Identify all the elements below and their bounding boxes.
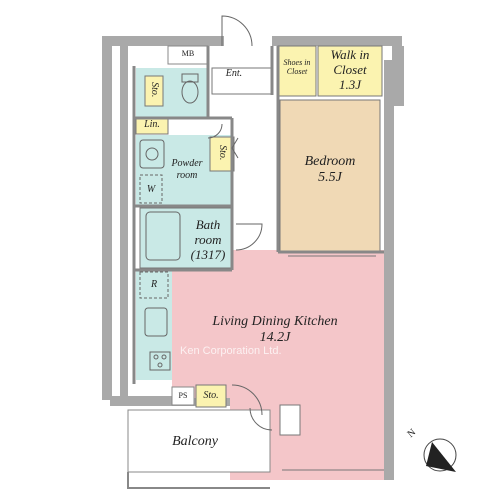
- storage-hall-box: [209, 136, 235, 172]
- bathroom-line1: Bath: [195, 217, 221, 232]
- storage-balcony-box: [195, 384, 227, 408]
- ps-label: PS: [178, 391, 188, 400]
- storage-toilet-label: Sto.: [148, 82, 160, 98]
- walk-in-closet-line2: Closet: [333, 61, 367, 77]
- entrance-hall-floor: [235, 95, 277, 250]
- balcony-label: Balcony: [172, 434, 218, 449]
- compass-icon: [423, 438, 457, 472]
- entrance-label: Ent.: [225, 68, 243, 79]
- entrance-floor: [211, 67, 273, 95]
- bedroom-name: Bedroom: [304, 154, 356, 169]
- shoes-closet-line2: Closet: [286, 67, 308, 77]
- washer-space: [139, 174, 163, 204]
- bedroom-label: Bedroom 5.5J: [280, 154, 380, 186]
- interior-walls: [132, 46, 384, 384]
- powder-room-line2: room: [176, 169, 198, 181]
- walk-in-closet-label: Walk in Closet 1.3J: [318, 47, 382, 93]
- bathtub: [145, 211, 181, 261]
- powder-room-label: Powder room: [162, 158, 212, 181]
- watermark: Ken Corporation Ltd.: [180, 345, 282, 357]
- refrigerator-space: [139, 271, 169, 299]
- walk-in-closet-size: 1.3J: [338, 76, 362, 92]
- doors: [207, 15, 273, 431]
- storage-toilet-box: [144, 75, 164, 107]
- bathroom-label: Bath room (1317): [180, 217, 236, 263]
- storage-balcony-label: Sto.: [203, 390, 219, 401]
- stove-fixture: [149, 351, 171, 371]
- storage-hall-label: Sto.: [216, 145, 228, 161]
- ldk-label: Living Dining Kitchen 14.2J: [190, 314, 360, 346]
- windows: [282, 255, 384, 471]
- mb-label: MB: [181, 49, 195, 58]
- kitchen-floor: [136, 270, 172, 380]
- shoes-closet-label: Shoes in Closet: [278, 58, 316, 76]
- ldk-name: Living Dining Kitchen: [212, 314, 338, 329]
- kitchen-sink: [144, 307, 168, 337]
- washer-label: W: [146, 184, 156, 195]
- bathroom-size: (1317): [190, 246, 226, 262]
- walk-in-closet-floor: [317, 45, 383, 97]
- toilet-fixture: [181, 73, 199, 104]
- bathroom-line2: room: [194, 231, 222, 247]
- balcony-railing: [127, 472, 270, 489]
- balcony-floor: [127, 409, 271, 473]
- powder-room-line1: Powder: [171, 158, 203, 169]
- sink-fixture: [139, 139, 165, 169]
- walk-in-closet-line1: Walk in: [330, 47, 370, 62]
- bedroom-size: 5.5J: [318, 170, 342, 186]
- ldk-size: 14.2J: [259, 330, 291, 346]
- linen-label: Lin.: [144, 119, 160, 130]
- ps-box: [171, 386, 195, 406]
- entrance-step: [279, 404, 301, 436]
- refrigerator-label: R: [150, 279, 158, 290]
- shoes-closet-line1: Shoes in: [283, 58, 311, 67]
- shoes-closet-floor: [277, 45, 317, 97]
